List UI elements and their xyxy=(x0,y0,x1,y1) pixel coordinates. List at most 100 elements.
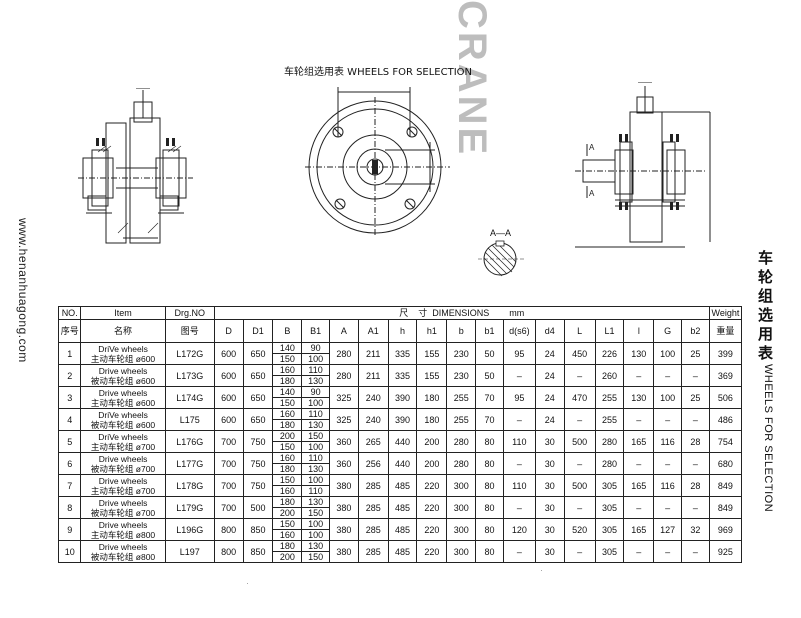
row-d4: 30 xyxy=(534,474,565,497)
row-b1: 70 xyxy=(475,408,504,431)
row-item-cn: 主动车轮组 ø600 xyxy=(90,353,156,364)
row-b: 255 xyxy=(446,408,477,431)
row-d1: 650 xyxy=(242,408,274,431)
row-item-en: Drive wheels xyxy=(98,453,148,464)
row-b1-value: 100 xyxy=(308,475,324,486)
row-item-cn: 主动车轮组 ø700 xyxy=(90,485,156,496)
row-b1: 50 xyxy=(475,342,504,365)
col-l-small: l xyxy=(623,319,655,343)
row-weight: 849 xyxy=(708,474,743,497)
row-item-cn: 被动车轮组 ø700 xyxy=(90,507,156,518)
row-g: – xyxy=(653,540,682,563)
row-h: 485 xyxy=(387,540,418,563)
row-drg: L176G xyxy=(164,430,215,453)
row-a: 280 xyxy=(328,364,359,387)
row-b1-value: 150 xyxy=(302,551,329,562)
row-b2: 32 xyxy=(680,518,710,541)
row-d: 800 xyxy=(213,540,244,563)
row-b2: 28 xyxy=(680,474,710,497)
row-l1: 255 xyxy=(594,408,625,431)
row-item-en: Drive wheels xyxy=(98,365,148,376)
row-drg: L177G xyxy=(164,452,215,475)
row-l1: 305 xyxy=(594,518,625,541)
row-b: 300 xyxy=(446,474,477,497)
row-g: – xyxy=(653,452,682,475)
col-d4: d4 xyxy=(534,319,565,343)
row-d: 95 xyxy=(502,342,536,365)
row-weight: 369 xyxy=(708,364,743,387)
row-a1: 211 xyxy=(357,342,389,365)
row-g: 100 xyxy=(653,342,682,365)
row-b-value: 140 xyxy=(279,343,295,354)
row-l: 470 xyxy=(563,386,596,409)
row-d1: 750 xyxy=(242,474,274,497)
row-a1: 285 xyxy=(357,540,389,563)
row-g: – xyxy=(653,496,682,519)
row-l: 165 xyxy=(623,474,655,497)
row-item-en: Drive wheels xyxy=(98,497,148,508)
row-b1: 70 xyxy=(475,386,504,409)
row-a1: 265 xyxy=(357,430,389,453)
header-no: NO. xyxy=(57,306,82,320)
row-drg: L173G xyxy=(164,364,215,387)
row-h: 485 xyxy=(387,474,418,497)
row-a1: 285 xyxy=(357,496,389,519)
row-b: 300 xyxy=(446,496,477,519)
row-l1: 305 xyxy=(594,540,625,563)
row-no: 5 xyxy=(57,430,82,453)
row-l: 130 xyxy=(623,386,655,409)
row-b2: 25 xyxy=(680,342,710,365)
row-g: 116 xyxy=(653,474,682,497)
col-l1: L1 xyxy=(594,319,625,343)
row-b1: 80 xyxy=(475,540,504,563)
row-b: 280 xyxy=(446,452,477,475)
row-drg: L175 xyxy=(164,408,215,431)
row-b-value: 150 xyxy=(273,353,301,364)
row-b-value: 140 xyxy=(279,387,295,398)
row-item-cn: 被动车轮组 ø600 xyxy=(90,419,156,430)
row-b1-value: 90 xyxy=(310,343,321,354)
row-b1-value: 100 xyxy=(302,529,329,540)
row-no: 8 xyxy=(57,496,82,519)
row-b2: 25 xyxy=(680,386,710,409)
row-a1: 256 xyxy=(357,452,389,475)
row-a1: 240 xyxy=(357,386,389,409)
row-item-cn: 主动车轮组 ø800 xyxy=(90,529,156,540)
row-b-value: 160 xyxy=(273,529,301,540)
row-d1: 650 xyxy=(242,386,274,409)
row-d: 600 xyxy=(213,408,244,431)
header-weight: Weight xyxy=(708,306,743,320)
row-h: 485 xyxy=(387,496,418,519)
row-a: 360 xyxy=(328,430,359,453)
row-l1: 280 xyxy=(594,452,625,475)
row-d4: 30 xyxy=(534,518,565,541)
row-drg: L174G xyxy=(164,386,215,409)
row-no: 10 xyxy=(57,540,82,563)
row-d: – xyxy=(502,540,536,563)
row-h: 440 xyxy=(387,452,418,475)
row-a: 380 xyxy=(328,496,359,519)
row-item-en: DriVe wheels xyxy=(98,409,148,420)
row-d4: 30 xyxy=(534,540,565,563)
row-item-en: Drive wheels xyxy=(98,541,148,552)
col-a1: A1 xyxy=(357,319,389,343)
row-b1-value: 150 xyxy=(302,507,329,518)
header-weight-cn: 重量 xyxy=(708,319,743,343)
row-drg: L179G xyxy=(164,496,215,519)
row-b-value: 180 xyxy=(273,375,301,386)
row-b-value: 180 xyxy=(279,497,295,508)
header-item-cn: 名称 xyxy=(80,319,166,343)
row-l1: 260 xyxy=(594,364,625,387)
row-l1: 255 xyxy=(594,386,625,409)
row-weight: 680 xyxy=(708,452,743,475)
row-b1-value: 100 xyxy=(302,353,329,364)
row-weight: 925 xyxy=(708,540,743,563)
website-watermark: www.henanhuagong.com xyxy=(16,218,30,363)
